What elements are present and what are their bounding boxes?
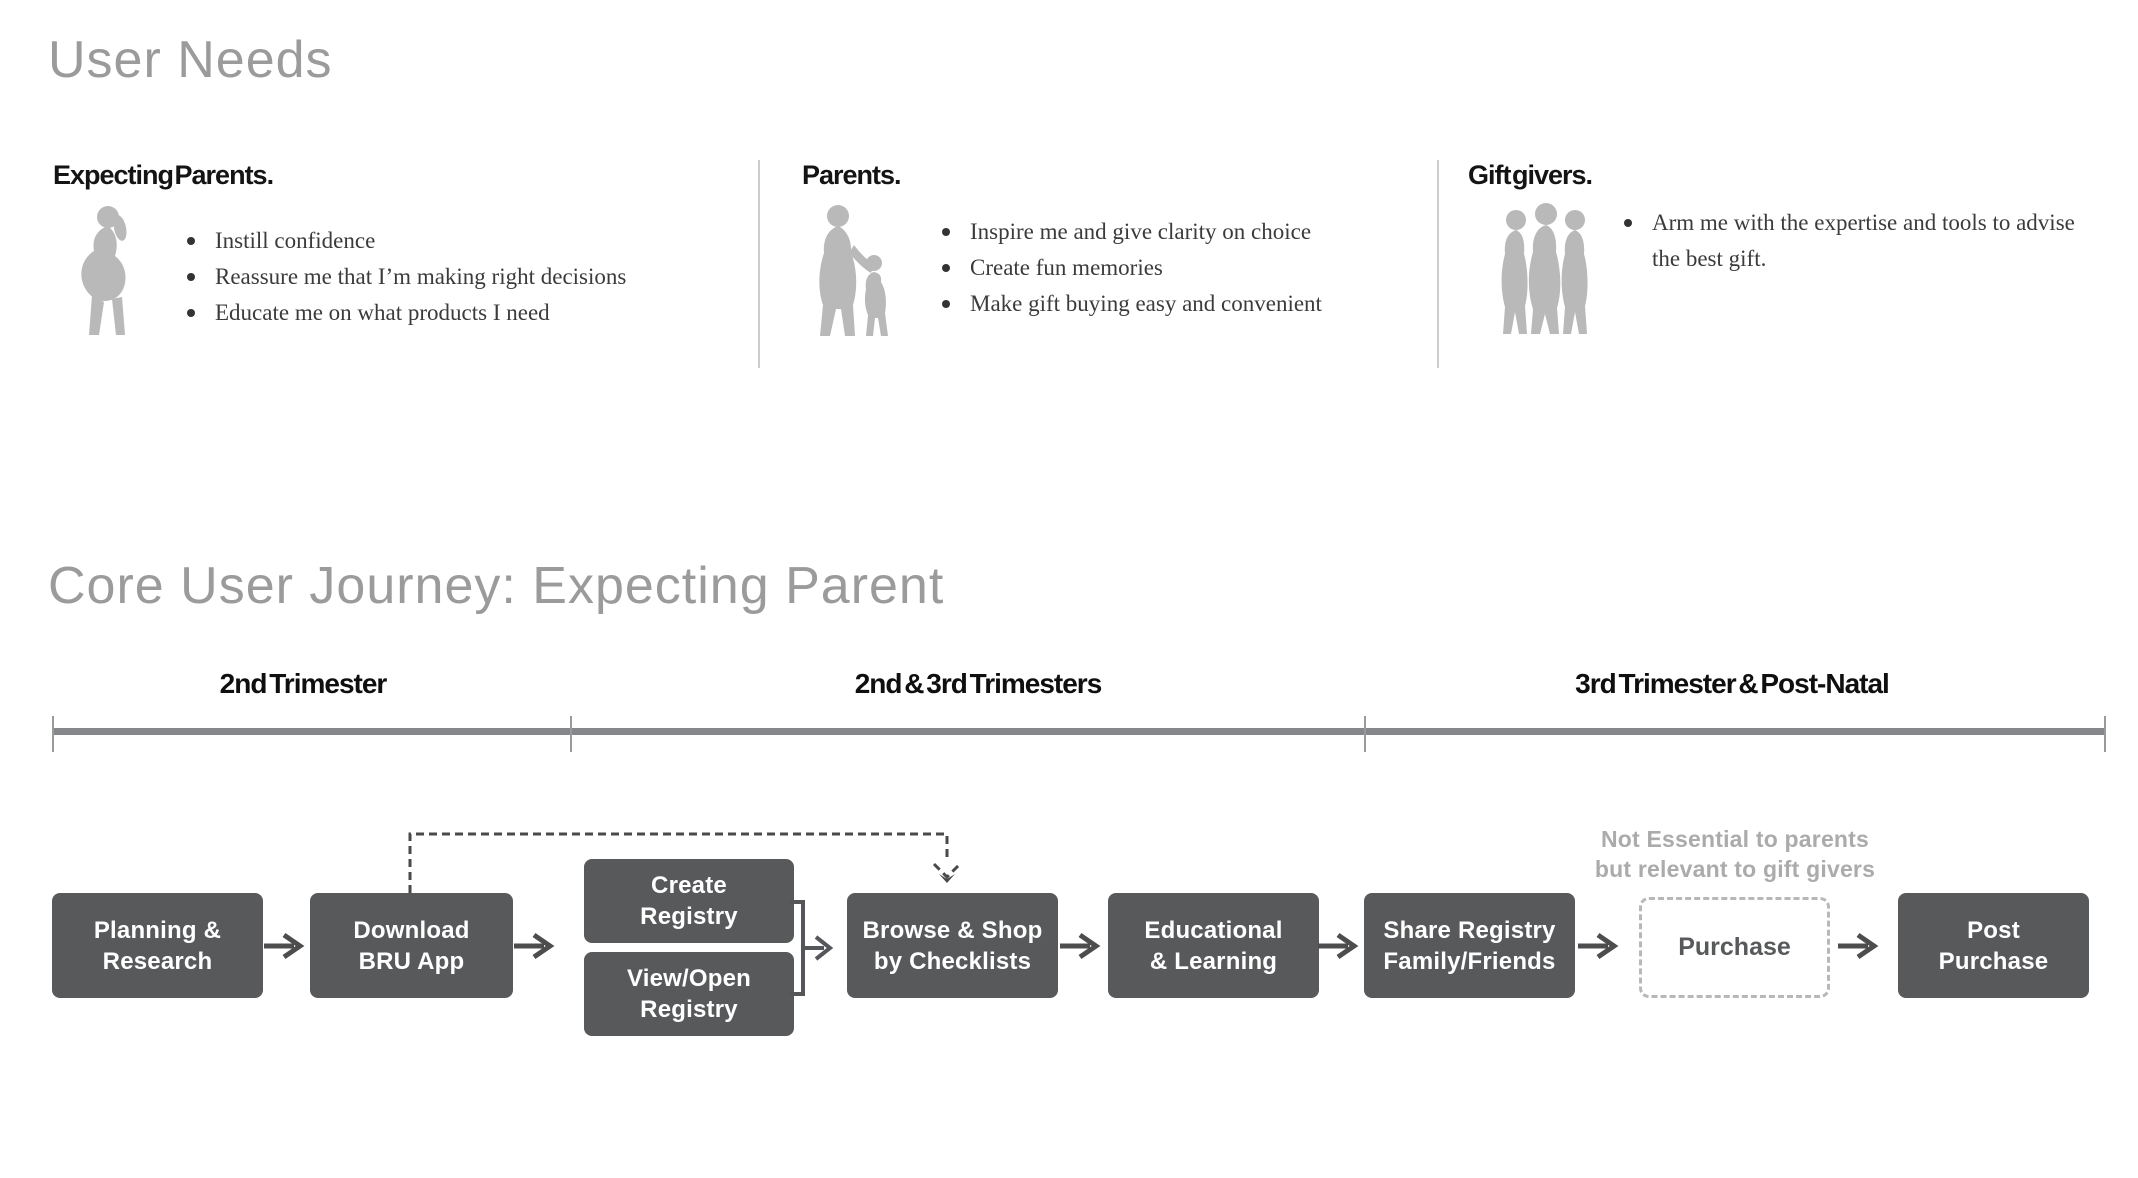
arrow-right-icon <box>1060 932 1101 960</box>
journey-title: Core User Journey: Expecting Parent <box>48 557 945 615</box>
step-label: BRU App <box>358 947 465 975</box>
timeline-tick <box>1364 716 1366 752</box>
vertical-divider <box>1437 160 1439 368</box>
step-label: Planning & <box>93 916 222 944</box>
phase-label-2nd-trimester: 2nd Trimester <box>219 668 388 699</box>
need-item: Educate me on what products I need <box>185 295 725 331</box>
step-planning-research: Planning & Research <box>52 893 263 998</box>
step-post-purchase: Post Purchase <box>1898 893 2089 998</box>
step-view-open-registry: View/Open Registry <box>584 952 794 1036</box>
expecting-parents-needs-list: Instill confidence Reassure me that I’m … <box>185 223 725 331</box>
timeline-tick <box>52 716 54 752</box>
step-label: by Checklists <box>873 947 1032 975</box>
timeline-tick <box>2104 716 2106 752</box>
purchase-note-line1: Not Essential to parents <box>1600 826 1870 852</box>
gift-givers-group-silhouette-icon <box>1501 203 1588 334</box>
need-item: Arm me with the expertise and tools to a… <box>1622 205 2082 277</box>
step-create-registry: Create Registry <box>584 859 794 943</box>
arrow-right-icon <box>1578 932 1619 960</box>
need-item: Create fun memories <box>940 250 1410 286</box>
step-label: Registry <box>640 903 738 930</box>
step-educational-learning: Educational & Learning <box>1108 893 1319 998</box>
parent-with-child-silhouette-icon <box>819 205 888 336</box>
persona-heading-parents: Parents. <box>802 160 902 190</box>
step-share-registry: Share Registry Family/Friends <box>1364 893 1575 998</box>
need-item: Instill confidence <box>185 223 725 259</box>
need-item: Reassure me that I’m making right decisi… <box>185 259 725 295</box>
user-needs-title: User Needs <box>48 31 333 89</box>
phase-label-2nd-3rd-trimesters: 2nd & 3rd Trimesters <box>854 668 1103 699</box>
need-item: Inspire me and give clarity on choice <box>940 214 1410 250</box>
step-label: Share Registry <box>1383 916 1556 944</box>
arrow-right-icon <box>1318 932 1359 960</box>
step-label: & Learning <box>1149 947 1278 975</box>
arrow-right-icon <box>264 932 305 960</box>
need-item: Make gift buying easy and convenient <box>940 286 1410 322</box>
step-label: Post <box>1967 916 2020 944</box>
vertical-divider <box>758 160 760 368</box>
step-label: Create <box>651 872 727 899</box>
persona-heading-expecting-parents: Expecting Parents. <box>53 160 274 190</box>
pregnant-woman-silhouette-icon <box>81 206 127 335</box>
step-download-bru-app: Download BRU App <box>310 893 513 998</box>
purchase-note-line2: but relevant to gift givers <box>1594 856 1876 882</box>
timeline-line <box>53 728 2105 735</box>
bracket-connector <box>790 900 834 996</box>
step-label: Registry <box>640 996 738 1023</box>
step-label: View/Open <box>626 965 752 992</box>
step-label: Purchase <box>1678 933 1791 961</box>
purchase-note: Not Essential to parents but relevant to… <box>1595 824 1875 884</box>
step-label: Purchase <box>1938 947 2049 975</box>
arrow-right-icon <box>514 932 555 960</box>
step-browse-shop-checklists: Browse & Shop by Checklists <box>847 893 1058 998</box>
step-label: Browse & Shop <box>862 916 1043 944</box>
parents-needs-list: Inspire me and give clarity on choice Cr… <box>940 214 1410 322</box>
timeline-tick <box>570 716 572 752</box>
step-label: Educational <box>1144 916 1283 944</box>
step-label: Family/Friends <box>1383 947 1556 975</box>
arrow-right-icon <box>1838 932 1879 960</box>
step-label: Research <box>102 947 213 975</box>
persona-heading-gift-givers: Gift givers. <box>1468 160 1593 190</box>
phase-label-3rd-trimester-post-natal: 3rd Trimester & Post-Natal <box>1575 668 1890 699</box>
gift-givers-needs-list: Arm me with the expertise and tools to a… <box>1622 205 2082 277</box>
dashed-skip-arrow <box>408 832 962 893</box>
step-purchase: Purchase <box>1639 897 1830 998</box>
step-label: Download <box>353 916 470 944</box>
